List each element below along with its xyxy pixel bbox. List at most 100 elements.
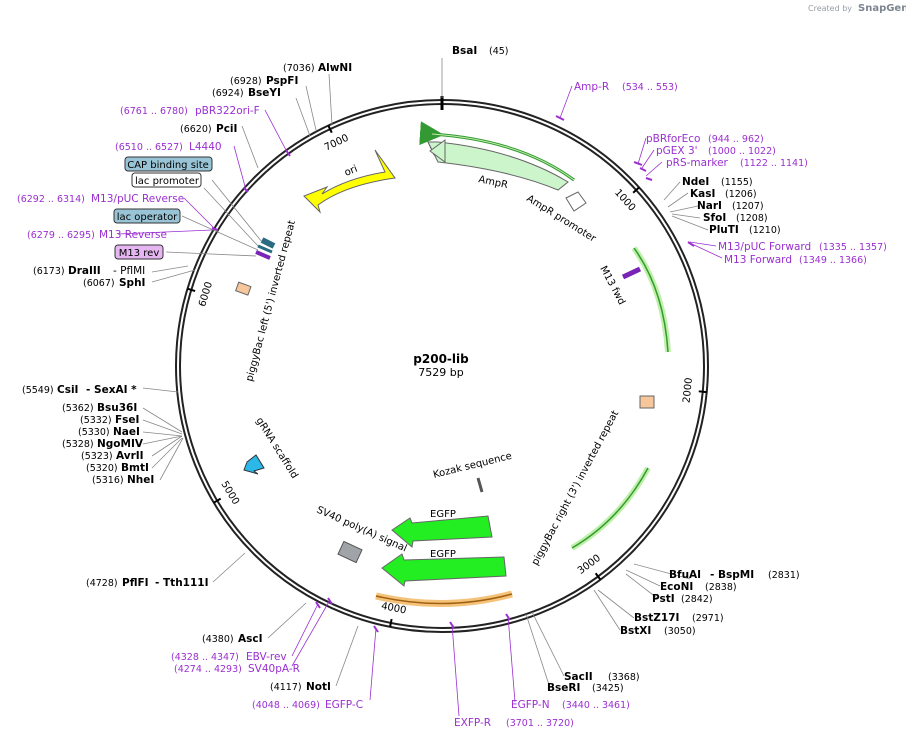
svg-text:BstZ17I: BstZ17I xyxy=(634,612,679,624)
svg-text:(4328 .. 4347): (4328 .. 4347) xyxy=(171,652,239,663)
enzyme-NheI[interactable]: (5316) NheI xyxy=(92,474,154,486)
enzyme-BseRI[interactable]: BseRI (3425) xyxy=(547,682,624,694)
enzyme-SacII[interactable]: SacII (3368) xyxy=(564,671,640,683)
enzyme-NdeI[interactable]: NdeI (1155) xyxy=(682,176,753,188)
primer-M13pUCRev[interactable]: (6292 .. 6314) M13/pUC Reverse xyxy=(17,193,184,205)
enzyme-BsaI[interactable]: BsaI (45) xyxy=(452,45,509,57)
primer-pBRforEco[interactable]: pBRforEco (944 .. 962) xyxy=(646,133,764,145)
feature-egfp-2[interactable] xyxy=(381,553,507,587)
m13fwd-line xyxy=(633,247,669,353)
primer-pGEX3[interactable]: pGEX 3' (1000 .. 1022) xyxy=(656,145,776,157)
svg-text:(6292 .. 6314): (6292 .. 6314) xyxy=(17,194,85,205)
svg-text:(1208): (1208) xyxy=(736,213,768,224)
svg-text:SphI: SphI xyxy=(119,277,145,289)
plasmid-name: p200-lib xyxy=(413,352,469,366)
svg-text:(3425): (3425) xyxy=(592,683,624,694)
feature-ampr[interactable] xyxy=(427,139,569,191)
svg-text:(45): (45) xyxy=(489,46,509,57)
svg-text:(1335 .. 1357): (1335 .. 1357) xyxy=(819,242,887,253)
enzyme-PciI[interactable]: (6620) PciI xyxy=(180,123,237,135)
enzyme-NaeI[interactable]: (5330) NaeI xyxy=(78,426,140,438)
svg-text:Bsu36I: Bsu36I xyxy=(97,402,137,414)
enzyme-BstZ17I[interactable]: BstZ17I (2971) xyxy=(634,612,724,624)
svg-text:EGFP-C: EGFP-C xyxy=(325,699,363,711)
primer-EBVrev[interactable]: (4328 .. 4347) EBV-rev xyxy=(171,651,287,663)
tick-7000 xyxy=(327,125,333,134)
lac-elements xyxy=(255,237,276,260)
enzyme-KasI[interactable]: KasI (1206) xyxy=(690,188,757,200)
enzyme-PstI[interactable]: PstI (2842) xyxy=(652,593,713,605)
svg-text:pGEX 3': pGEX 3' xyxy=(656,145,698,157)
enzyme-PflFI[interactable]: (4728) PflFI - Tth111I xyxy=(86,577,209,589)
primer-M13pUCFwd[interactable]: M13/pUC Forward (1335 .. 1357) xyxy=(718,241,887,253)
svg-text:SV40pA-R: SV40pA-R xyxy=(248,663,300,675)
primer-pBR322ori[interactable]: (6761 .. 6780) pBR322ori-F xyxy=(120,105,260,117)
enzyme-BstXI[interactable]: BstXI (3050) xyxy=(620,625,696,637)
enzyme-NotI[interactable]: (4117) NotI xyxy=(270,681,331,693)
enzyme-PspFI[interactable]: (6928) PspFI xyxy=(230,75,298,87)
primer-M13Fwd[interactable]: M13 Forward (1349 .. 1366) xyxy=(724,254,867,266)
svg-text:(1000 .. 1022): (1000 .. 1022) xyxy=(708,146,776,157)
primer-AmpR[interactable]: Amp-R (534 .. 553) xyxy=(574,81,678,93)
primer-EGFPN[interactable]: EGFP-N (3440 .. 3461) xyxy=(511,699,630,711)
primer-M13Rev[interactable]: (6279 .. 6295) M13 Reverse xyxy=(27,229,167,241)
primer-pRSmarker[interactable]: pRS-marker (1122 .. 1141) xyxy=(666,157,808,169)
svg-text:M13 Forward: M13 Forward xyxy=(724,254,792,266)
tick-4000 xyxy=(389,618,393,628)
enzyme-NgoMIV[interactable]: (5328) NgoMIV xyxy=(62,438,144,450)
enzyme-DraIII[interactable]: (6173) DraIII - PflMI xyxy=(33,265,145,277)
primer-SV40pAR[interactable]: (4274 .. 4293) SV40pA-R xyxy=(174,663,300,675)
enzyme-BseYI[interactable]: (6924) BseYI xyxy=(212,87,281,99)
primer-EGFPC[interactable]: (4048 .. 4069) EGFP-C xyxy=(252,699,363,711)
feature-egfp-1[interactable] xyxy=(391,515,493,548)
svg-text:AvrII: AvrII xyxy=(116,450,144,462)
svg-text:KasI: KasI xyxy=(690,188,715,200)
enzyme-CsiI[interactable]: (5549) CsiI - SexAI * xyxy=(22,384,137,396)
svg-text:NdeI: NdeI xyxy=(682,176,709,188)
feature-ori[interactable] xyxy=(303,149,396,214)
svg-text:(4728): (4728) xyxy=(86,578,118,589)
enzyme-AvrII[interactable]: (5323) AvrII xyxy=(81,450,144,462)
svg-text:(5316): (5316) xyxy=(92,475,124,486)
egfp-label-2: EGFP xyxy=(430,549,456,560)
enzyme-SfoI[interactable]: SfoI (1208) xyxy=(703,212,768,224)
cap-binding-box[interactable]: CAP binding site xyxy=(124,156,213,172)
svg-text:PstI: PstI xyxy=(652,593,675,605)
tick-label-3000: 3000 xyxy=(576,553,603,577)
primer-marks xyxy=(211,115,695,633)
enzyme-SphI[interactable]: (6067) SphI xyxy=(83,277,145,289)
svg-text:EcoNI: EcoNI xyxy=(660,581,693,593)
lac-operator-box[interactable]: lac operator xyxy=(113,208,181,224)
svg-text:(6620): (6620) xyxy=(180,124,212,135)
enzyme-NarI[interactable]: NarI (1207) xyxy=(697,200,764,212)
enzyme-EcoNI[interactable]: EcoNI (2838) xyxy=(660,581,737,593)
sv40-box[interactable] xyxy=(337,540,363,564)
svg-text:EBV-rev: EBV-rev xyxy=(246,651,287,663)
enzyme-AscI[interactable]: (4380) AscI xyxy=(202,633,263,645)
pb-right-line xyxy=(571,467,649,549)
lac-promoter-box[interactable]: lac promoter xyxy=(131,172,202,188)
egfp-label-1: EGFP xyxy=(430,509,456,520)
m13-rev-box[interactable]: M13 rev xyxy=(114,244,164,260)
primer-EXFPR[interactable]: EXFP-R (3701 .. 3720) xyxy=(454,717,574,729)
enzyme-PluTI[interactable]: PluTI (1210) xyxy=(709,224,781,236)
tick-5000 xyxy=(213,497,222,504)
svg-text:Amp-R: Amp-R xyxy=(574,81,609,93)
feature-ampr-promoter[interactable] xyxy=(565,191,587,212)
svg-text:- PflMI: - PflMI xyxy=(113,265,145,277)
svg-text:(5362): (5362) xyxy=(62,403,94,414)
svg-text:PluTI: PluTI xyxy=(709,224,739,236)
primer-L4440[interactable]: (6510 .. 6527) L4440 xyxy=(115,141,222,153)
enzyme-FseI[interactable]: (5332) FseI xyxy=(80,414,139,426)
svg-text:FseI: FseI xyxy=(115,414,139,426)
enzyme-AlwNI[interactable]: (7036) AlwNI xyxy=(283,62,352,74)
svg-text:NarI: NarI xyxy=(697,200,722,212)
pb-right-repeat-box[interactable] xyxy=(639,395,655,409)
pb-left-repeat-box[interactable] xyxy=(235,281,252,296)
grna-scaffold-arrow[interactable] xyxy=(243,454,265,475)
svg-text:AscI: AscI xyxy=(238,633,263,645)
enzyme-Bsu36I[interactable]: (5362) Bsu36I xyxy=(62,402,137,414)
enzyme-BmtI[interactable]: (5320) BmtI xyxy=(86,462,149,474)
tick-label-5000: 5000 xyxy=(218,479,241,506)
enzyme-BfuAI[interactable]: BfuAI - BspMI (2831) xyxy=(669,569,800,581)
